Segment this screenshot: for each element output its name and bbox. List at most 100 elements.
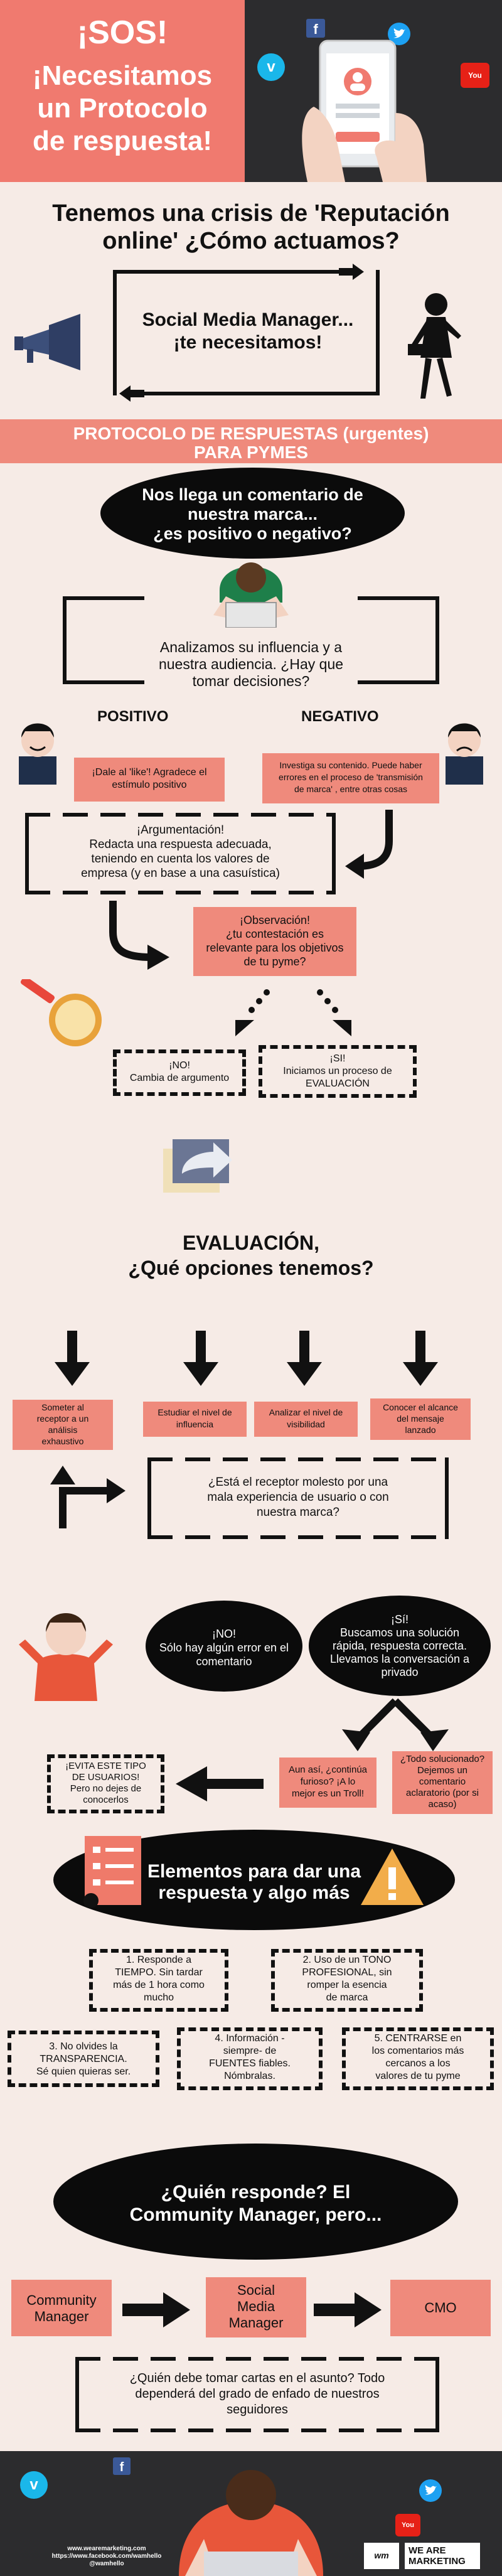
si-solution-line-3: rápida, respuesta correcta. <box>332 1640 467 1652</box>
protocol-bar: PROTOCOLO DE RESPUESTAS (urgentes) PARA … <box>0 419 502 463</box>
social-media-manager-box: Social Media Manager <box>206 2277 306 2337</box>
analyze-text: Analizamos su influencia y a nuestra aud… <box>63 639 439 690</box>
curved-arrow-icon <box>345 810 393 879</box>
share-arrow-icon <box>163 1139 232 1193</box>
no-argument-text: ¡NO! Cambia de argumento <box>117 1060 242 1085</box>
final-question-line-3: seguidores <box>227 2403 288 2417</box>
social-media-manager-line: Manager <box>228 2315 284 2331</box>
arrow-right-icon <box>339 264 364 280</box>
element-3-line: TRANSPARENCIA. <box>40 2054 127 2064</box>
crisis-title-line-2: online' ¿Cómo actuamos? <box>102 228 400 254</box>
social-media-manager-text: Social Media Manager <box>206 2282 306 2331</box>
option-reach-line: del mensaje <box>397 1414 444 1424</box>
footer-handle[interactable]: @wamhello <box>89 2560 124 2567</box>
no-error-line-1: ¡NO! <box>212 1628 236 1640</box>
twitter-icon <box>419 2479 442 2502</box>
element-1-line: TIEMPO. Sin tardar <box>115 1967 203 1978</box>
element-5-line: los comentarios más <box>371 2046 464 2056</box>
cmo-box: CMO <box>390 2280 491 2336</box>
option-reach-line: Conocer el alcance <box>383 1402 458 1412</box>
logo-line-2: MARKETING <box>409 2556 466 2567</box>
youtube-icon: You <box>395 2514 420 2536</box>
small-logo: wm <box>364 2543 399 2569</box>
no-error-line-2: Sólo hay algún error en el <box>159 1641 289 1654</box>
community-manager-text: Community Manager <box>11 2292 112 2325</box>
element-5-box: 5. CENTRARSE en los comentarios más cerc… <box>342 2027 494 2090</box>
option-influence-box: Estudiar el nivel de influencia <box>143 1402 247 1437</box>
element-1-box: 1. Responde a TIEMPO. Sin tardar más de … <box>89 1949 228 2012</box>
crisis-title: Tenemos una crisis de 'Reputación online… <box>0 200 502 255</box>
si-solution-pill: ¡Sí! Buscamos una solución rápida, respu… <box>309 1596 491 1696</box>
solved-line-2: Dejemos un <box>417 1765 468 1776</box>
small-logo-mark: wm <box>374 2550 389 2560</box>
negative-label: NEGATIVO <box>301 708 379 725</box>
si-evaluation-box: ¡SI! Iniciamos un proceso de EVALUACIÓN <box>259 1045 417 1098</box>
element-2-line: romper la esencia <box>307 1980 387 1990</box>
vimeo-icon: v <box>257 53 285 81</box>
question-line-1: ¿Está el receptor molesto por una <box>208 1476 388 1489</box>
bent-arrow-icon <box>50 1466 125 1528</box>
element-2-text: 2. Uso de un TONO PROFESIONAL, sin rompe… <box>275 1954 419 2004</box>
element-2-box: 2. Uso de un TONO PROFESIONAL, sin rompe… <box>271 1949 423 2012</box>
troll-box: Aun así, ¿continúa furioso? ¡A lo mejor … <box>279 1758 376 1808</box>
observation-line-4: de tu pyme? <box>243 955 306 968</box>
header-line-3: de respuesta! <box>32 126 213 156</box>
element-5-text: 5. CENTRARSE en los comentarios más cerc… <box>346 2032 490 2083</box>
si-evaluation-text: ¡SI! Iniciamos un proceso de EVALUACIÓN <box>262 1053 413 1090</box>
argument-frame <box>25 813 336 894</box>
crisis-box-bottom-line <box>141 392 380 395</box>
comment-pill-line-1: Nos llega un comentario de <box>142 485 363 504</box>
comment-pill-text: Nos llega un comentario de nuestra marca… <box>100 485 405 544</box>
sos-title: ¡SOS! <box>77 14 168 51</box>
who-title-line-2: Community Manager, pero... <box>129 2204 382 2225</box>
logo-line-1: WE ARE <box>409 2545 446 2556</box>
footer-url-2[interactable]: https://www.facebook.com/wamhello <box>51 2553 162 2560</box>
elements-title-line-2: respuesta y algo más <box>158 1882 350 1903</box>
argument-line-3: teniendo en cuenta los valores de <box>91 852 270 866</box>
footer-contact: www.wearemarketing.com https://www.faceb… <box>44 2545 169 2568</box>
social-media-manager-line: Media <box>237 2299 275 2314</box>
protocol-line-2: PARA PYMES <box>193 443 309 462</box>
option-reach-box: Conocer el alcance del mensaje lanzado <box>370 1398 471 1440</box>
option-influence-line: Estudiar el nivel de <box>158 1407 232 1417</box>
si-solution-line-5: privado <box>381 1666 419 1678</box>
header-line-2: un Protocolo <box>37 93 208 124</box>
avoid-users-line-1: ¡EVITA ESTE TIPO <box>65 1761 146 1771</box>
option-influence-text: Estudiar el nivel de influencia <box>143 1407 247 1430</box>
argument-box: ¡Argumentación! Redacta una respuesta ad… <box>25 813 336 894</box>
element-3-box: 3. No olvides la TRANSPARENCIA. Sé quien… <box>8 2031 159 2087</box>
option-analysis-line: análisis <box>48 1425 78 1435</box>
vimeo-icon: v <box>20 2471 48 2499</box>
option-analysis-line: receptor a un <box>36 1414 89 1424</box>
community-manager-line: Manager <box>34 2309 89 2324</box>
comment-pill: Nos llega un comentario de nuestra marca… <box>100 468 405 559</box>
arrow-right-icon <box>122 2292 190 2327</box>
who-title-line-1: ¿Quién responde? El <box>161 2182 351 2203</box>
avoid-users-text: ¡EVITA ESTE TIPO DE USUARIOS! Pero no de… <box>51 1761 161 1806</box>
analyze-corner-tr <box>358 596 439 600</box>
checklist-icon <box>83 1836 141 1908</box>
megaphone-icon <box>14 314 80 370</box>
dotted-arrow-right-icon <box>317 989 351 1036</box>
arrow-left-icon <box>119 385 144 402</box>
option-visibility-box: Analizar el nivel de visibilidad <box>254 1402 358 1437</box>
si-solution-line-2: Buscamos una solución <box>339 1626 460 1639</box>
argument-line-1: ¡Argumentación! <box>136 824 225 837</box>
element-4-line: 4. Información - <box>215 2033 285 2044</box>
element-4-box: 4. Información - siempre- de FUENTES fia… <box>177 2027 323 2090</box>
elements-title: Elementos para dar una respuesta y algo … <box>53 1861 455 1904</box>
final-question-line-1: ¿Quién debe tomar cartas en el asunto? T… <box>129 2371 385 2385</box>
crisis-box: Social Media Manager... ¡te necesitamos! <box>113 264 383 402</box>
investiga-line-1: Investiga su contenido. Puede haber <box>279 760 422 770</box>
crisis-box-line-1: Social Media Manager... <box>142 309 354 330</box>
argument-text: ¡Argumentación! Redacta una respuesta ad… <box>25 823 336 881</box>
investiga-line-3: de marca' , entre otras cosas <box>294 784 408 794</box>
elements-title-line-1: Elementos para dar una <box>147 1861 361 1882</box>
element-1-text: 1. Responde a TIEMPO. Sin tardar más de … <box>93 1954 225 2004</box>
solved-line-5: acaso) <box>428 1799 457 1810</box>
arrow-down-icon <box>183 1331 218 1386</box>
person-laptop-icon <box>179 2470 323 2576</box>
element-3-text: 3. No olvides la TRANSPARENCIA. Sé quien… <box>11 2041 156 2078</box>
header-left-panel: ¡SOS! ¡Necesitamos un Protocolo de respu… <box>0 0 245 182</box>
footer-url-1[interactable]: www.wearemarketing.com <box>67 2545 146 2552</box>
